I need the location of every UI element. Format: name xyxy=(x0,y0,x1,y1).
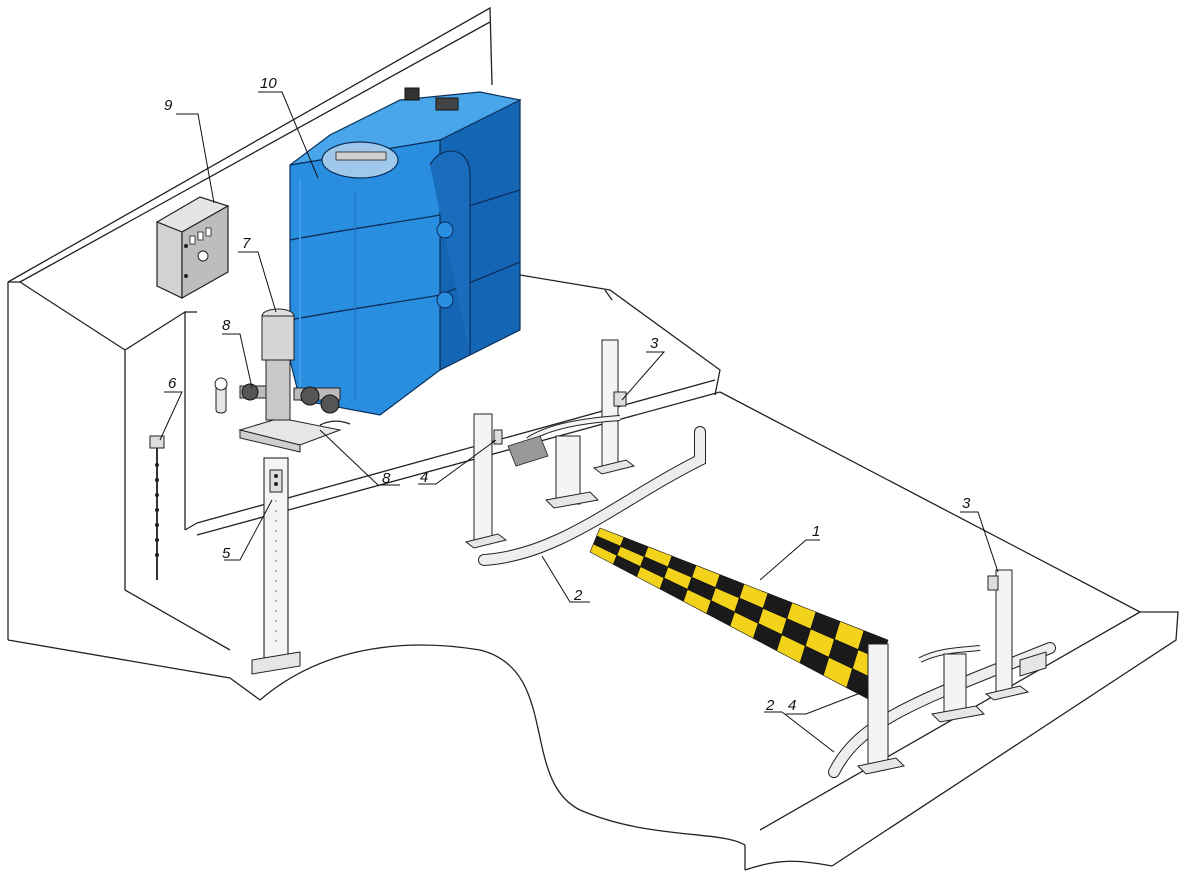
callout-7: 7 xyxy=(242,235,251,252)
level-sensor xyxy=(149,435,165,580)
pump-assembly xyxy=(214,308,351,453)
control-cabinet xyxy=(155,196,230,300)
speed-bump-mat xyxy=(589,527,889,701)
callout-9: 9 xyxy=(164,97,173,114)
callout-4-right: 4 xyxy=(788,697,796,714)
callout-5: 5 xyxy=(222,545,231,562)
arch-right xyxy=(828,569,1056,778)
callout-2-right: 2 xyxy=(765,697,775,714)
building-outline xyxy=(7,6,1179,871)
hose-left xyxy=(478,426,706,566)
callout-3-left: 3 xyxy=(650,335,659,352)
callout-4-left: 4 xyxy=(420,469,428,486)
callout-3-right: 3 xyxy=(962,495,971,512)
control-post xyxy=(251,457,301,675)
water-tank xyxy=(289,87,522,416)
callout-1: 1 xyxy=(812,523,820,540)
callout-labels: 9 10 7 8 8 6 5 4 3 1 2 3 4 2 xyxy=(164,75,971,714)
leader-lines xyxy=(159,91,999,753)
callout-2-left: 2 xyxy=(573,587,583,604)
callout-10: 10 xyxy=(260,75,277,92)
callout-6: 6 xyxy=(168,375,177,392)
callout-8-top: 8 xyxy=(222,317,231,334)
callout-8-bottom: 8 xyxy=(382,470,391,487)
